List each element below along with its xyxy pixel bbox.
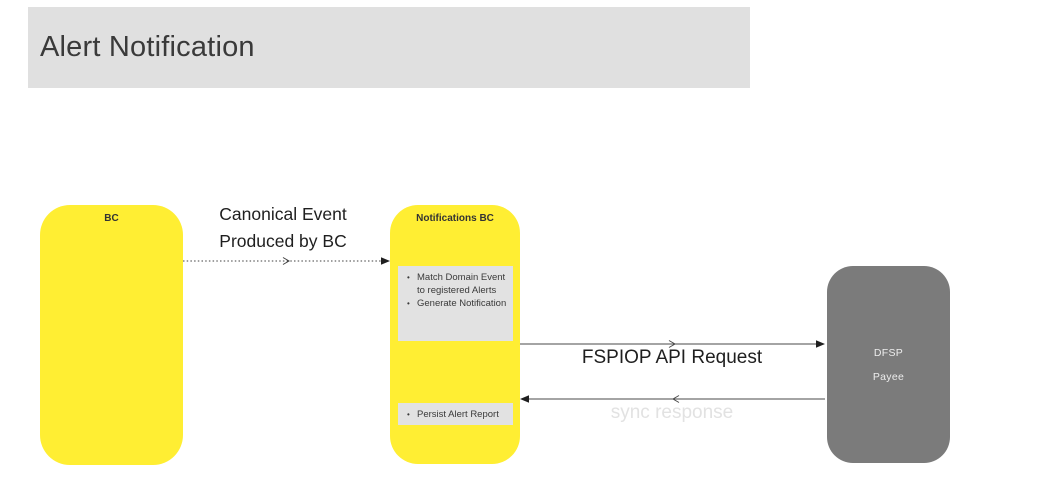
canonical-event-arrow [183,257,390,265]
canonical-event-label-line1: Canonical Event [219,204,347,224]
canonical-event-label-line2: Produced by BC [219,231,347,251]
title-bar: Alert Notification [28,7,750,88]
task-item: Persist Alert Report [406,408,499,421]
persist-alert-task-list: Persist Alert Report [406,408,499,421]
dfsp-node-label-line1: DFSP [873,346,904,359]
page-title: Alert Notification [40,31,255,63]
notifications-task-box: Match Domain Event to registered Alerts … [398,266,513,341]
bc-node-label: BC [104,213,119,224]
notifications-bc-node-label: Notifications BC [416,213,494,224]
bc-node: BC [40,205,183,465]
dfsp-payee-node: DFSP Payee [827,266,950,463]
persist-alert-task-box: Persist Alert Report [398,403,513,425]
dfsp-node-label-line2: Payee [872,370,905,383]
notifications-task-list: Match Domain Event to registered Alerts … [406,271,510,310]
fspiop-request-label: FSPIOP API Request [581,347,763,368]
task-item: Generate Notification [406,297,510,310]
sync-response-label: sync response [610,402,734,423]
canonical-event-label: Canonical Event Produced by BC [198,201,368,255]
task-item: Match Domain Event to registered Alerts [406,271,510,297]
